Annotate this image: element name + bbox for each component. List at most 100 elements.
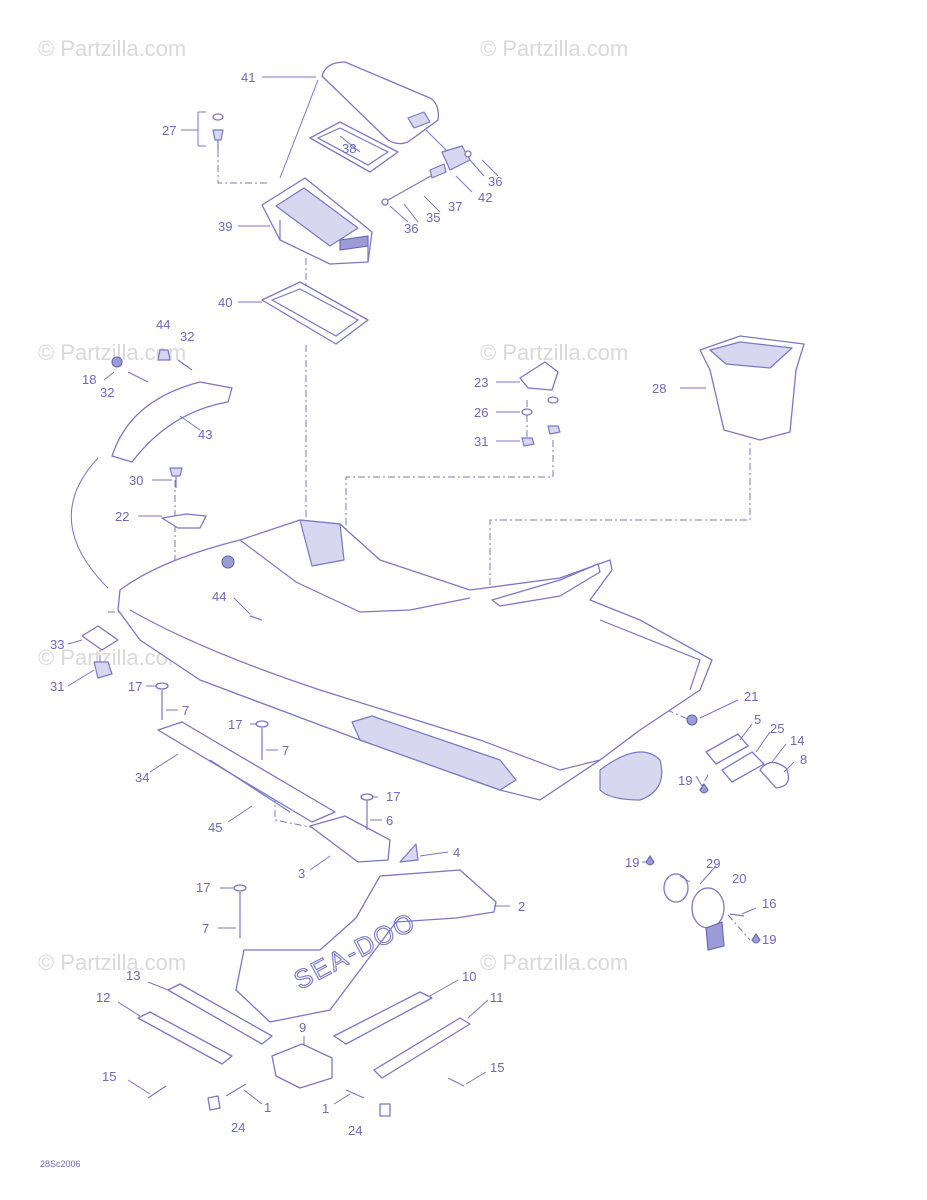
callout-32-b: 32 [100,385,114,400]
part-19-drop-b [751,933,761,944]
callout-31: 31 [474,434,488,449]
callout-7-b: 7 [282,743,289,758]
watermark-text: © Partzilla.com [38,950,186,975]
callout-9: 9 [299,1020,306,1035]
part-23-bracket [519,361,559,391]
callout-16: 16 [762,896,776,911]
part-1-rivet-b [345,1089,365,1099]
callout-13: 13 [126,968,140,983]
callout-22: 22 [115,509,129,524]
callout-17-c: 17 [386,789,400,804]
diagram-code: 28Sc2006 [40,1159,81,1169]
callout-6: 6 [386,813,393,828]
part-43-grab-handle [111,381,233,463]
part-34-strip [157,721,336,823]
part-31-nut-hull [93,661,113,679]
callout-45: 45 [208,820,222,835]
callout-33: 33 [50,637,64,652]
part-11-rail [373,1017,471,1079]
part-20-drain-body [705,921,725,951]
part-20-drain [691,887,725,929]
callout-19: 19 [678,773,692,788]
callout-35: 35 [426,210,440,225]
callout-38: 38 [342,141,356,156]
part-21-nut [686,714,698,726]
callout-24: 24 [231,1120,245,1135]
callout-42: 42 [478,190,492,205]
callout-24-b: 24 [348,1123,362,1138]
callout-labels: 41 27 38 39 40 36 35 37 42 36 28 23 26 3… [50,70,807,1138]
part-25-plate [721,751,765,783]
part-32-screw-b [177,359,193,371]
callout-44: 44 [156,317,170,332]
callout-44-b: 44 [212,589,226,604]
part-9-end-cap [271,1043,333,1089]
callout-17: 17 [128,679,142,694]
part-24-cap-b [379,1103,391,1117]
part-37-spring [429,163,447,179]
part-10-rail [333,991,433,1045]
callout-15-b: 15 [490,1060,504,1075]
callout-32: 32 [180,329,194,344]
part-3-plate [309,815,391,863]
assembly-lines [99,150,751,941]
arrow-lid-to-bin [279,79,319,179]
watermark-text: © Partzilla.com [480,36,628,61]
part-29-ring [663,873,689,903]
part-28-cup-holder [699,335,805,441]
part-38-gasket-inner [316,127,390,166]
callout-23: 23 [474,375,488,390]
callout-26: 26 [474,405,488,420]
callout-1-b: 1 [322,1101,329,1116]
callout-11: 11 [490,990,504,1005]
part-36-washer-top [464,150,472,158]
callout-37: 37 [448,199,462,214]
callout-19-b: 19 [625,855,639,870]
callout-41: 41 [241,70,255,85]
part-15-rivet-b [447,1077,465,1087]
part-19-drop-a [645,855,655,866]
part-41-storage-lid [321,61,439,145]
part-30-bolt [169,467,183,477]
part-27-fastener [212,113,224,150]
callout-5: 5 [754,712,761,727]
callout-31-b: 31 [50,679,64,694]
callout-4: 4 [453,845,460,860]
arrow-lid-latch [425,129,447,151]
part-26-washer-b [547,396,559,404]
callout-36-top: 36 [488,174,502,189]
callout-leaders [67,76,795,1105]
part-26-washer [521,408,533,416]
part-24-cap [207,1095,221,1111]
part-19-drop [699,783,709,794]
callout-30: 30 [129,473,143,488]
callout-17-d: 17 [196,880,210,895]
callout-20: 20 [732,871,746,886]
callout-36: 36 [404,221,418,236]
part-12-rail [137,1011,233,1065]
watermark-text: © Partzilla.com [480,340,628,365]
watermark-text: © Partzilla.com [38,36,186,61]
callout-7: 7 [182,703,189,718]
part-15-rivet [147,1085,167,1099]
callout-8: 8 [800,752,807,767]
callout-27: 27 [162,123,176,138]
callout-29: 29 [706,856,720,871]
callout-17-b: 17 [228,717,242,732]
part-16-screw [729,913,745,917]
part-31-nut-b [547,425,561,435]
part-40-gasket [261,281,369,345]
part-5-plate [705,733,749,765]
callout-34: 34 [135,770,149,785]
part-22-hinge [161,513,207,529]
hull-body [117,519,713,801]
part-1-rivet [225,1083,247,1097]
callout-28: 28 [652,381,666,396]
callout-7-c: 7 [202,921,209,936]
part-18-cap [111,356,123,368]
callout-1: 1 [264,1100,271,1115]
part-36-washer [381,198,389,206]
callout-12: 12 [96,990,110,1005]
